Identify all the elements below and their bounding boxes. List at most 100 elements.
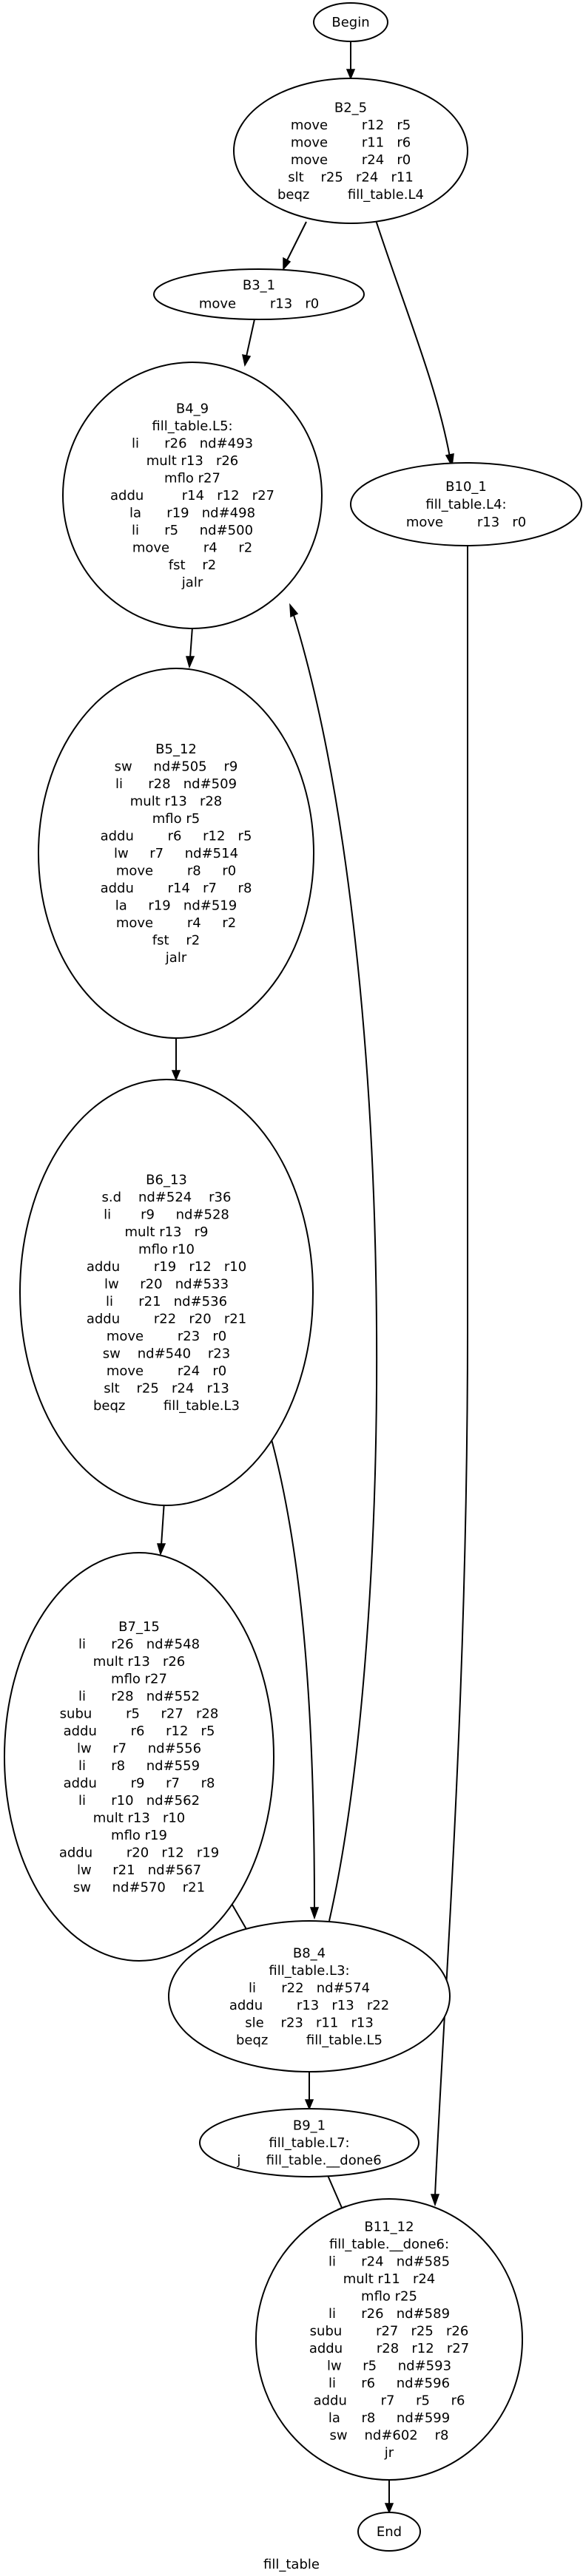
node-instruction: li r9 nd#528 (104, 1207, 229, 1222)
node-instruction: fill_table.L3: (269, 1963, 349, 1979)
arrowhead-b6-13-to-b7-15 (157, 1543, 166, 1556)
node-label: Begin (331, 15, 369, 30)
node-instruction: s.d nd#524 r36 (102, 1190, 232, 1205)
node-instruction: j fill_table.__done6 (236, 2153, 381, 2169)
node-instruction: move r13 r0 (406, 515, 526, 530)
node-instruction: li r6 nd#596 (328, 2376, 450, 2391)
arrowhead-b6-13-to-b8-4 (309, 1907, 320, 1920)
node-title: End (377, 2524, 402, 2540)
node-title: B5_12 (155, 742, 197, 757)
edge-b9-1-to-b11-12 (326, 2173, 343, 2209)
node-instruction: li r24 nd#585 (328, 2254, 450, 2269)
edge-b4-9-to-b5-12 (189, 626, 193, 659)
node-instruction: li r28 nd#552 (78, 1689, 200, 1704)
node-instruction: addu r9 r7 r8 (64, 1775, 215, 1791)
node-instruction: mflo r5 (152, 811, 200, 827)
edge-b6-13-to-b7-15 (161, 1500, 165, 1546)
edge-b3-1-to-b4-9 (246, 319, 255, 357)
arrowhead-b11-12-to-end (384, 2503, 394, 2514)
node-instruction: lw r5 nd#593 (327, 2358, 451, 2373)
node-shape (233, 78, 468, 224)
arrowhead-b8-4-to-b4-9 (289, 603, 299, 618)
node-instruction: beqz fill_table.L4 (277, 187, 424, 203)
node-title: B2_5 (334, 100, 367, 115)
node-instruction: addu r14 r12 r27 (110, 488, 274, 504)
arrowhead-b2-5-to-b3-1 (283, 257, 292, 271)
node-instruction: move r11 r6 (291, 135, 411, 150)
node-instruction: sw nd#602 r8 (330, 2427, 449, 2443)
node-instruction: addu r7 r5 r6 (314, 2393, 465, 2408)
node-instruction: mflo r27 (111, 1671, 167, 1687)
node-instruction: mflo r27 (164, 471, 220, 487)
node-instruction: addu r13 r13 r22 (229, 1998, 389, 2013)
node-instruction: li r21 nd#536 (106, 1294, 227, 1309)
node-title: B10_1 (445, 479, 487, 495)
edge-b8-4-to-b4-9 (293, 614, 378, 1922)
node-shape (357, 2512, 421, 2552)
node-title: B6_13 (146, 1172, 187, 1187)
node-title: Begin (331, 15, 369, 30)
node-label: B8_4 fill_table.L3:li r22 nd#574 addu r13 … (229, 1945, 389, 2048)
node-shape (19, 1079, 314, 1506)
node-instruction: mult r13 r9 (124, 1224, 208, 1240)
node-instruction: move r4 r2 (116, 915, 236, 931)
node-label: End (377, 2524, 402, 2540)
node-instruction: addu r20 r12 r19 (59, 1845, 219, 1860)
node-instruction: beqz fill_table.L5 (236, 2033, 383, 2048)
node-instruction: mflo r10 (138, 1241, 195, 1257)
node-instruction: li r22 nd#574 (249, 1980, 370, 1996)
arrowhead-b3-1-to-b4-9 (242, 354, 252, 367)
node-shape (38, 668, 314, 1039)
edge-b10-1-to-b11-12 (434, 546, 468, 2197)
node-instruction: fill_table.L7: (269, 2135, 349, 2151)
node-instruction: fill_table.L5: (152, 418, 232, 434)
node-title: B7_15 (118, 1619, 160, 1635)
node-b8-4: B8_4 fill_table.L3:li r22 nd#574 addu r13 … (168, 1920, 451, 2072)
node-instruction: mult r13 r26 (93, 1654, 186, 1670)
edge-b2-5-to-b10-1 (375, 220, 451, 458)
node-instruction: lw r21 nd#567 (77, 1862, 201, 1878)
node-instruction: lw r7 nd#514 (114, 846, 238, 861)
node-instruction: lw r20 nd#533 (104, 1276, 229, 1292)
node-shape (62, 362, 323, 629)
node-instruction: fst r2 (152, 933, 200, 949)
node-shape (255, 2198, 523, 2481)
edge-b2-5-to-b3-1 (286, 221, 307, 261)
node-instruction: li r26 nd#548 (78, 1636, 200, 1652)
node-instruction: subu r5 r27 r28 (60, 1706, 219, 1721)
node-instruction: move r12 r5 (291, 118, 411, 133)
node-shape (199, 2108, 419, 2177)
node-instruction: li r26 nd#493 (132, 436, 253, 452)
node-instruction: addu r28 r12 r27 (309, 2341, 469, 2356)
node-instruction: move r4 r2 (132, 540, 252, 556)
arrowhead-b5-12-to-b6-13 (171, 1070, 181, 1081)
node-label: B10_1 fill_table.L4:move r13 r0 (406, 479, 526, 530)
node-b10-1: B10_1 fill_table.L4:move r13 r0 (350, 462, 582, 546)
node-instruction: sw nd#570 r21 (73, 1880, 205, 1895)
node-instruction: sw nd#505 r9 (115, 759, 238, 775)
node-instruction: la r19 nd#498 (129, 506, 255, 521)
node-instruction: lw r7 nd#556 (77, 1741, 201, 1756)
node-instruction: slt r25 r24 r11 (288, 169, 414, 185)
node-instruction: move r24 r0 (291, 152, 411, 168)
node-begin: Begin (313, 2, 388, 42)
node-instruction: li r26 nd#589 (328, 2306, 450, 2322)
node-instruction: addu r19 r12 r10 (87, 1259, 246, 1275)
node-instruction: sw nd#540 r23 (103, 1346, 230, 1361)
node-instruction: la r19 nd#519 (115, 898, 237, 914)
node-title: B8_4 (293, 1945, 326, 1961)
node-instruction: fill_table.L4: (425, 497, 506, 512)
node-instruction: addu r6 r12 r5 (64, 1723, 215, 1739)
node-instruction: mflo r19 (111, 1828, 167, 1843)
